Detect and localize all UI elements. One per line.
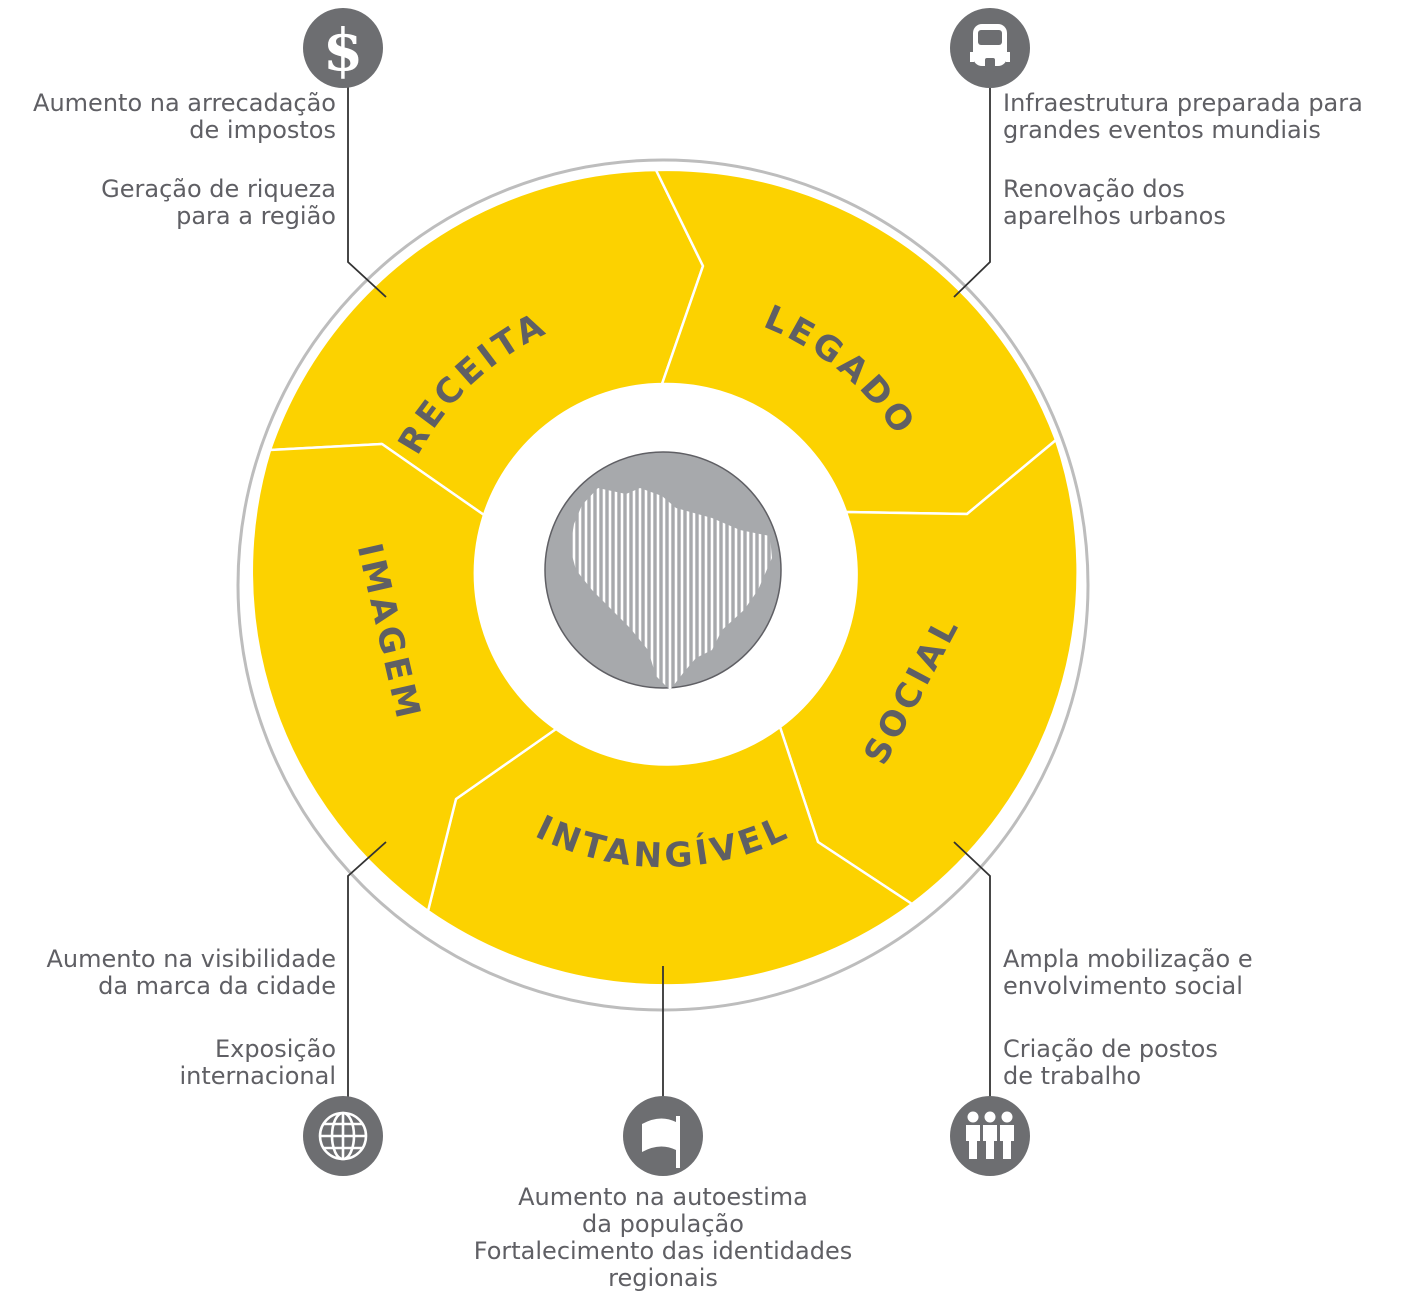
svg-text:$: $: [323, 16, 363, 84]
note-imagem-1: Aumento na visibilidade da marca da cida…: [46, 945, 336, 1000]
connector-imagem: [347, 841, 387, 1100]
segment-imagem: [250, 442, 558, 913]
note-receita-2: Geração de riqueza para a região: [101, 175, 336, 230]
note-social-1: Ampla mobilização e envolvimento social: [1003, 945, 1253, 1000]
connector-legado: [953, 80, 991, 298]
segment-social: [778, 438, 1079, 906]
connector-social: [953, 841, 991, 1100]
flag-icon: [623, 1096, 703, 1176]
note-intangivel-2: Fortalecimento das identidades regionais: [473, 1237, 853, 1292]
segments: [250, 168, 1079, 987]
globe-icon: [303, 1096, 383, 1176]
segment-legado: [654, 168, 1058, 516]
note-social-2: Criação de postos de trabalho: [1003, 1035, 1218, 1090]
note-intangivel-1: Aumento na autoestima da população: [518, 1183, 808, 1238]
segment-intangivel: [426, 725, 914, 987]
people-icon: [950, 1096, 1030, 1176]
connector-receita: [347, 80, 387, 298]
note-legado-2: Renovação dos aparelhos urbanos: [1003, 175, 1226, 230]
dollar-icon: $: [303, 8, 383, 88]
note-receita-1: Aumento na arrecadação de impostos: [33, 89, 336, 144]
note-imagem-2: Exposição internacional: [179, 1035, 336, 1090]
note-legado-1: Infraestrutura preparada para grandes ev…: [1003, 89, 1363, 144]
bus-icon: [950, 8, 1030, 88]
segment-receita: [268, 168, 705, 517]
